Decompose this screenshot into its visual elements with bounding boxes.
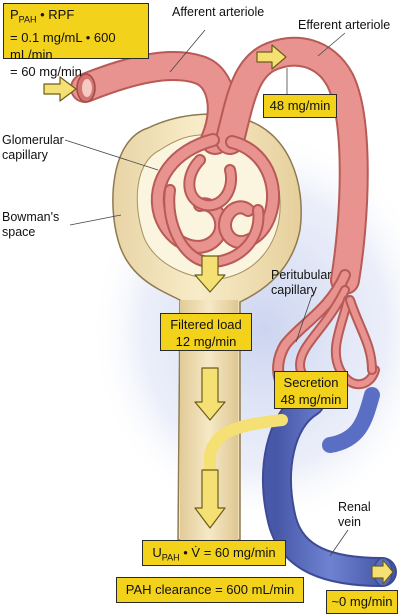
vein-value-box: ~0 mg/min	[326, 590, 398, 614]
equation-line1: PPAH • RPF	[10, 7, 75, 25]
bowmans-space-label: Bowman's space	[2, 210, 60, 239]
efferent-leader	[317, 32, 346, 57]
afferent-leader	[169, 29, 206, 73]
filtration-arrow	[194, 255, 226, 293]
glomerular-capillary-label: Glomerular capillary	[2, 133, 64, 162]
vein-leader	[329, 529, 349, 557]
afferent-arteriole	[70, 51, 237, 155]
bowmans-leader	[69, 214, 122, 226]
flow-arrows	[43, 44, 394, 585]
vein-outflow-arrow	[371, 559, 394, 585]
efferent-arteriole	[215, 36, 369, 295]
peritubular-leader	[295, 294, 313, 343]
paH-rpf-equation-box: PPAH • RPF = 0.1 mg/mL • 600 mL/min = 60…	[3, 3, 149, 79]
equation-line2: = 0.1 mg/mL • 600 mL/min	[10, 29, 116, 62]
peritubular-capillary-label: Peritubular capillary	[271, 268, 332, 297]
tubule-flow-arrow	[194, 367, 226, 421]
equation-line3: = 60 mg/min	[10, 63, 82, 79]
efferent-outflow-arrow	[256, 44, 287, 70]
afferent-arteriole-label: Afferent arteriole	[172, 5, 265, 19]
efferent-arteriole-label: Efferent arteriole	[298, 18, 391, 32]
secretion-pathway	[204, 414, 288, 526]
excretion-arrow	[194, 469, 226, 529]
efferent-value-box: 48 mg/min	[263, 94, 337, 118]
pah-clearance-box: PAH clearance = 600 mL/min	[116, 577, 304, 603]
glomerular-leader	[64, 139, 159, 171]
filtered-load-box: Filtered load 12 mg/min	[160, 313, 252, 351]
excretion-box: UPAH • V̇ = 60 mg/min	[142, 540, 286, 566]
secretion-box: Secretion 48 mg/min	[274, 371, 348, 409]
leader-lines	[64, 29, 349, 557]
renal-vein-label: Renal vein	[338, 500, 371, 529]
afferent-inflow-arrow	[43, 76, 77, 102]
